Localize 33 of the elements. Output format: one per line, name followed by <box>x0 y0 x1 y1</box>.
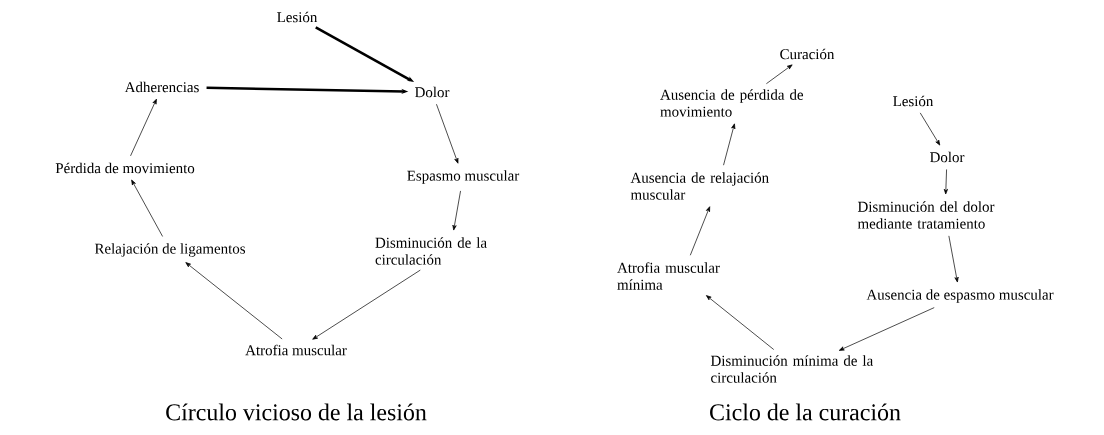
figure-caption: Ciclo de la curación <box>710 403 901 421</box>
arrow <box>130 98 157 157</box>
figure-caption: Círculo vicioso de la lesión <box>166 403 427 421</box>
step-text: Disminución de la circulación <box>375 237 487 265</box>
arrow <box>838 307 935 351</box>
arrow <box>436 103 459 164</box>
arrow <box>706 295 775 350</box>
arrow <box>723 123 736 166</box>
arrow <box>948 235 959 283</box>
arrow <box>766 64 793 85</box>
step-text: Lesión <box>277 11 318 23</box>
step-text: Lesión <box>893 95 934 107</box>
step-text: Dolor <box>415 86 450 98</box>
arrow <box>312 269 421 340</box>
step-text: Ausencia de relajación muscular <box>630 172 769 200</box>
step-text: Dolor <box>930 151 965 163</box>
step-text: Disminución del dolor mediante tratamiento <box>857 201 995 229</box>
step-text: Espasmo muscular <box>407 170 520 184</box>
step-text: Adherencias <box>124 81 199 93</box>
arrow <box>131 179 163 237</box>
step-text: Curación <box>780 48 835 60</box>
step-text: Ausencia de pérdida de movimiento <box>660 89 804 117</box>
step-text: Atrofia muscular mínima <box>617 262 720 290</box>
step-text: Relajación de ligamentos <box>94 243 245 257</box>
arrow <box>452 190 461 231</box>
step-text: Ausencia de espasmo muscular <box>866 289 1054 303</box>
step-text: Disminución mínima de la circulación <box>710 355 873 383</box>
arrow <box>943 169 948 195</box>
step-text: Pérdida de movimiento <box>55 162 195 174</box>
arrow <box>919 112 941 146</box>
arrow <box>185 262 283 340</box>
arrow <box>689 206 711 256</box>
step-text: Atrofia muscular <box>245 344 347 356</box>
